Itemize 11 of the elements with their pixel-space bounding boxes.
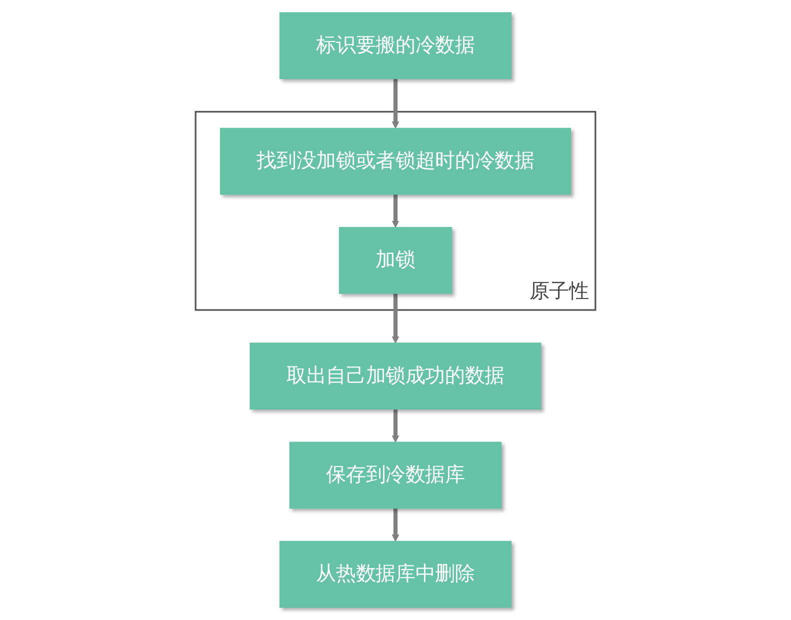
process-box: 保存到冷数据库 <box>289 442 502 509</box>
arrow <box>392 409 400 442</box>
process-box: 取出自己加锁成功的数据 <box>250 342 542 410</box>
arrow <box>392 293 400 344</box>
process-box: 标识要搬的冷数据 <box>279 12 512 80</box>
arrow <box>392 194 400 228</box>
arrow <box>392 78 400 129</box>
process-box: 从热数据库中删除 <box>279 540 512 608</box>
process-box: 加锁 <box>338 226 452 294</box>
process-box: 找到没加锁或者锁超时的冷数据 <box>220 128 572 195</box>
arrow <box>392 508 400 542</box>
